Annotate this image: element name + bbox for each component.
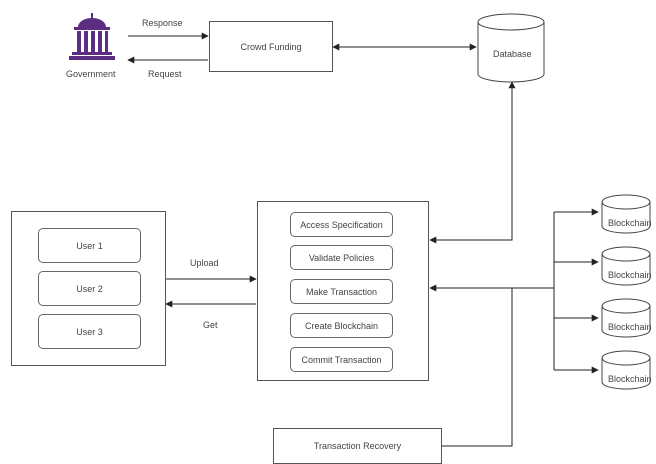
database-label: Database <box>493 49 532 59</box>
blockchain-label: Blockchain <box>608 270 652 280</box>
transaction-recovery-label: Transaction Recovery <box>313 441 402 451</box>
process-step-label: Commit Transaction <box>301 354 382 365</box>
recovery-connector <box>442 288 513 447</box>
database-cylinder <box>477 13 545 83</box>
user-box: User 2 <box>38 271 141 306</box>
process-step-box: Make Transaction <box>290 279 393 304</box>
blockchain-label: Blockchain <box>608 374 652 384</box>
process-step-box: Validate Policies <box>290 245 393 270</box>
process-step-label: Make Transaction <box>305 286 378 297</box>
transaction-recovery-box: Transaction Recovery <box>273 428 442 464</box>
blockchain-cylinder <box>601 194 651 234</box>
process-step-box: Commit Transaction <box>290 347 393 372</box>
get-label: Get <box>203 320 218 330</box>
blockchain-label: Blockchain <box>608 322 652 332</box>
blockchain-cylinder <box>601 246 651 286</box>
user-label: User 1 <box>76 240 103 251</box>
crowd-funding-box: Crowd Funding <box>209 21 333 72</box>
blockchain-cylinder <box>601 350 651 390</box>
user-box: User 3 <box>38 314 141 349</box>
response-label: Response <box>142 18 183 28</box>
users-container: User 1 User 2 User 3 <box>11 211 166 366</box>
user-label: User 2 <box>76 283 103 294</box>
user-box: User 1 <box>38 228 141 263</box>
blockchain-label: Blockchain <box>608 218 652 228</box>
database-process-arrow <box>429 81 516 244</box>
upload-label: Upload <box>190 258 219 268</box>
process-step-label: Create Blockchain <box>304 320 379 331</box>
process-step-label: Access Specification <box>300 219 383 230</box>
process-step-label: Validate Policies <box>308 252 375 263</box>
government-label: Government <box>66 69 116 79</box>
process-container: Access Specification Validate Policies M… <box>257 201 429 381</box>
blockchain-cylinder <box>601 298 651 338</box>
government-building-icon <box>69 13 115 60</box>
crowd-funding-label: Crowd Funding <box>240 41 302 52</box>
request-label: Request <box>148 69 182 79</box>
user-label: User 3 <box>76 326 103 337</box>
process-step-box: Create Blockchain <box>290 313 393 338</box>
process-step-box: Access Specification <box>290 212 393 237</box>
